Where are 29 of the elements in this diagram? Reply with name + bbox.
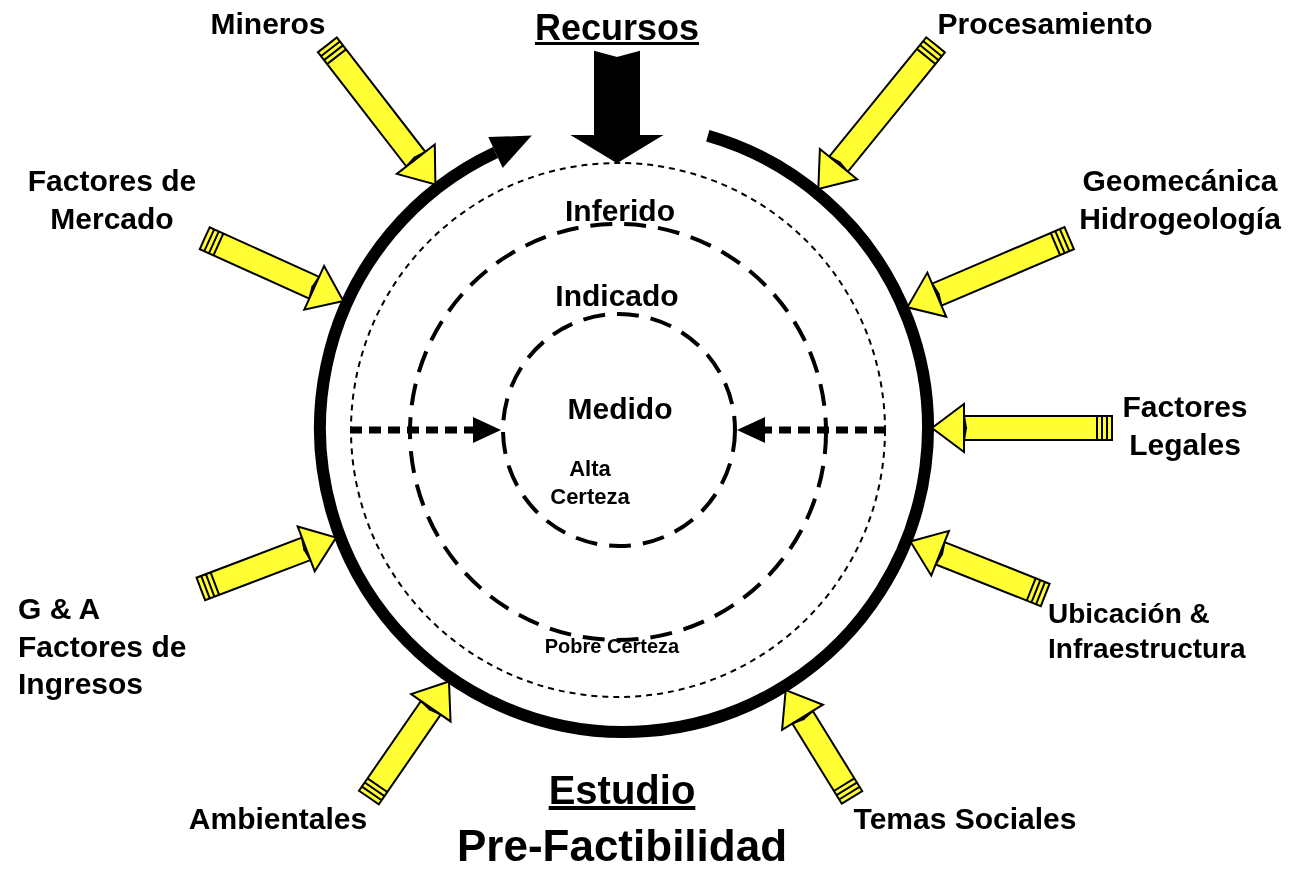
circle-label: Alta Certeza — [549, 455, 631, 510]
factor-label: G & A Factores de Ingresos — [18, 590, 198, 703]
heading-text: Recursos — [534, 5, 700, 50]
circle-label: Inferido — [565, 193, 675, 229]
block-arrow — [817, 35, 947, 191]
factor-label: Mineros — [210, 5, 326, 43]
factor-label: Ambientales — [188, 800, 368, 838]
factor-label: Procesamiento — [937, 5, 1153, 43]
circle-label: Indicado — [555, 278, 679, 314]
block-arrow — [573, 50, 661, 163]
block-arrow — [195, 525, 338, 602]
circle-label: Pobre Certeza — [544, 634, 680, 659]
factor-label: Geomecánica Hidrogeología — [1072, 162, 1288, 237]
block-arrow — [357, 680, 452, 806]
factor-label: Temas Sociales — [853, 800, 1077, 838]
circle-label: Medido — [567, 391, 673, 427]
block-arrow — [931, 403, 1113, 453]
block-arrow — [906, 225, 1076, 318]
caption-text: Estudio — [548, 767, 696, 814]
factor-label: Ubicación & Infraestructura — [1048, 596, 1288, 666]
block-arrow — [909, 529, 1051, 608]
dashed-circle — [350, 162, 886, 698]
caption-text: Pre-Factibilidad — [456, 820, 788, 872]
factor-label: Factores de Mercado — [22, 162, 202, 237]
block-arrow — [781, 689, 864, 806]
block-arrow — [198, 225, 345, 311]
dashed-circle — [501, 312, 737, 548]
factor-label: Factores Legales — [1115, 388, 1255, 463]
block-arrow — [316, 36, 437, 186]
